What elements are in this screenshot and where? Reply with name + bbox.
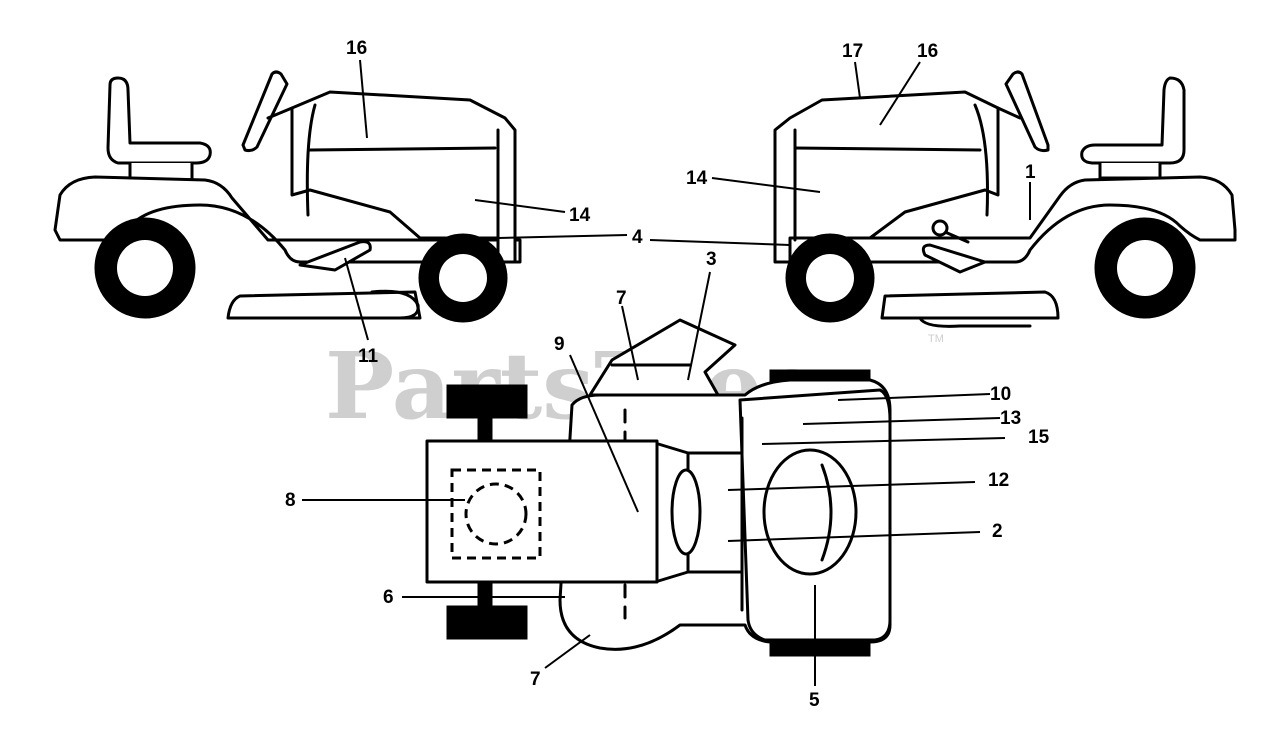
callout-12: 12 <box>988 470 1009 491</box>
callout-8: 8 <box>285 490 296 511</box>
callout-10: 10 <box>990 384 1011 405</box>
rear-tire-top-left <box>446 384 528 419</box>
leader-10 <box>837 393 991 401</box>
rear-fender-right <box>783 175 1237 264</box>
front-hub-right <box>806 254 854 302</box>
seat-right <box>1080 76 1186 165</box>
leader-7-bottom <box>544 634 591 669</box>
front-tire-bottom <box>769 641 871 657</box>
leader-2 <box>727 531 981 542</box>
callout-3: 3 <box>706 249 717 270</box>
hood-left <box>290 90 517 264</box>
rear-tire-top-right <box>446 605 528 640</box>
seat-post-right <box>1098 163 1162 180</box>
callout-6: 6 <box>383 587 394 608</box>
leader-4-left <box>497 234 628 239</box>
leader-16-right <box>879 61 921 126</box>
deck-chute-left <box>370 289 420 320</box>
leader-3 <box>687 271 711 381</box>
hood-curve-left <box>305 103 317 217</box>
hood-curve-right <box>973 103 989 217</box>
callout-13: 13 <box>1000 408 1021 429</box>
callout-2: 2 <box>992 521 1003 542</box>
lift-lever-right <box>943 230 970 244</box>
callout-16-right: 16 <box>917 41 938 62</box>
leader-14-left <box>474 199 566 213</box>
callout-15: 15 <box>1028 427 1050 448</box>
axle-stub-bottom <box>477 582 493 607</box>
leader-14-right <box>711 177 821 193</box>
callout-16-left: 16 <box>346 38 367 59</box>
callout-9: 9 <box>554 334 565 355</box>
watermark-tm: TM <box>928 333 944 345</box>
leader-13 <box>802 417 1001 425</box>
tractor-right-side-view <box>773 70 1237 328</box>
leader-4-right <box>649 239 791 246</box>
tractor-top-view <box>425 318 892 657</box>
seat-left <box>106 76 212 165</box>
steering-column-right <box>996 106 1022 120</box>
leader-15 <box>761 437 1006 445</box>
hood-line-left <box>308 146 497 152</box>
lever-knob-right <box>931 219 949 237</box>
leader-9 <box>569 354 639 513</box>
leader-lines <box>302 59 1031 686</box>
steering-wheel-top <box>762 448 858 576</box>
callout-5: 5 <box>809 690 820 711</box>
hood-line-right <box>793 146 982 152</box>
pedal-left <box>298 240 372 272</box>
fuel-cap-outline <box>464 482 528 546</box>
callout-11: 11 <box>358 346 379 367</box>
rear-hub-right <box>1117 240 1173 296</box>
steering-wheel-right <box>1004 70 1050 153</box>
callout-labels: 16 14 4 11 17 16 14 1 3 7 9 10 13 15 12 … <box>285 38 1050 711</box>
leader-12 <box>727 481 976 491</box>
mower-deck-right <box>880 290 1060 320</box>
deck-chute-right <box>918 316 1032 328</box>
callout-14-left: 14 <box>569 205 591 226</box>
steering-wheel-left <box>241 70 289 153</box>
front-hub-left <box>439 254 487 302</box>
leader-17 <box>854 61 861 99</box>
steering-spoke <box>820 463 833 562</box>
callout-4: 4 <box>632 227 643 248</box>
callout-1: 1 <box>1025 162 1036 183</box>
callout-7-bottom: 7 <box>530 669 541 690</box>
console-oval <box>670 468 702 556</box>
leader-7-top <box>621 305 639 381</box>
leader-11 <box>344 257 369 341</box>
axle-stub-top <box>477 417 493 441</box>
rear-hub-left <box>117 240 173 296</box>
rear-body-top <box>425 439 659 584</box>
pedal-right <box>921 243 987 274</box>
callout-17: 17 <box>842 41 863 62</box>
leader-16-left <box>359 59 368 139</box>
fuel-tank-outline <box>450 468 542 560</box>
mower-deck-left <box>226 290 422 320</box>
steering-column-left <box>266 106 294 120</box>
tractor-left-side-view <box>53 70 522 323</box>
callout-7-top: 7 <box>616 288 627 309</box>
callout-14-right: 14 <box>686 168 708 189</box>
